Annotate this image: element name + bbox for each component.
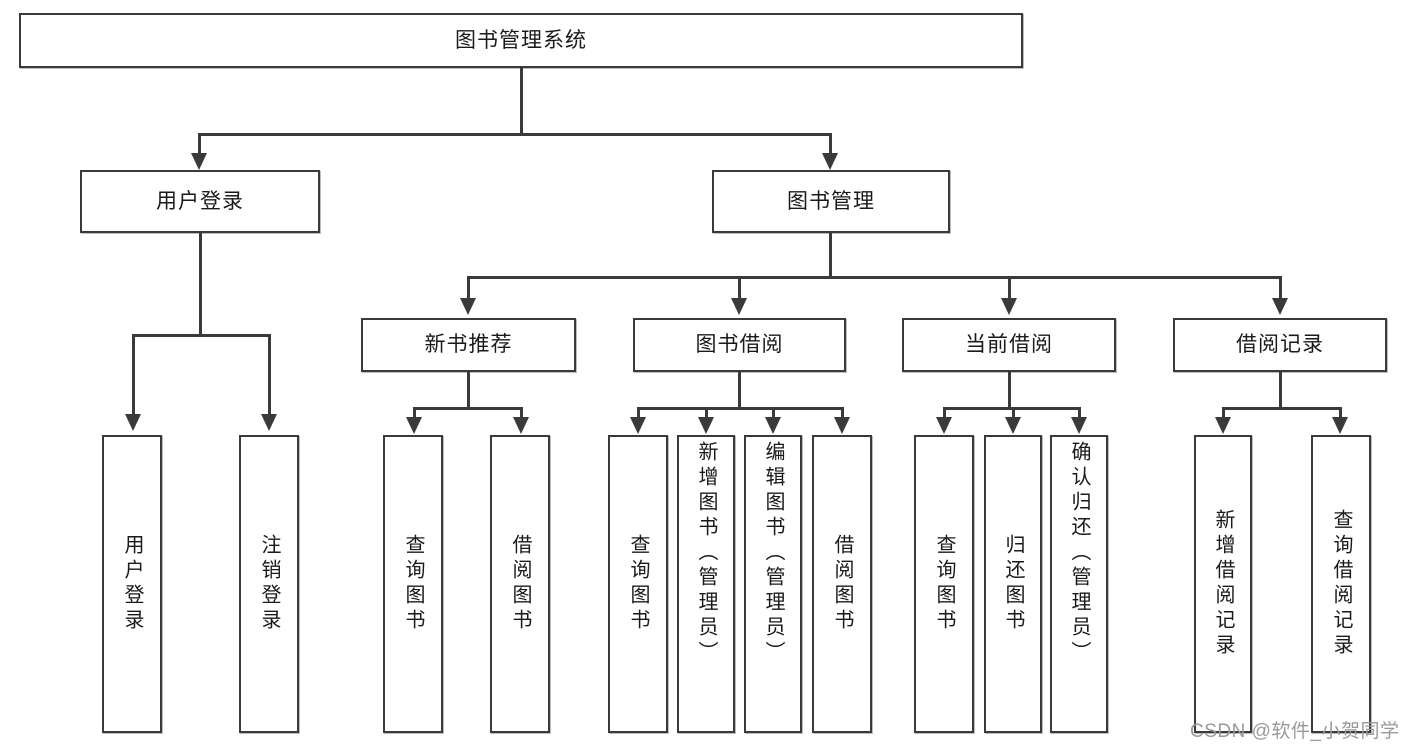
node-borrow-record[interactable]: 借阅记录 bbox=[1173, 318, 1387, 372]
connector-bb-drop-3 bbox=[772, 407, 775, 421]
arrowhead-new-book-recommend bbox=[460, 298, 476, 315]
node-label: 查询图书 bbox=[627, 534, 649, 634]
connector-bm-drop-2 bbox=[738, 276, 741, 306]
node-label: 借阅图书 bbox=[831, 534, 853, 634]
connector-user-login-bus bbox=[132, 334, 270, 337]
node-label: 查询图书 bbox=[402, 534, 424, 634]
connector-br-stem bbox=[1279, 372, 1282, 409]
arrowhead-leaf-query-book-1 bbox=[406, 417, 422, 434]
connector-br-drop-2 bbox=[1339, 407, 1342, 421]
arrowhead-leaf-add-book bbox=[698, 417, 714, 434]
connector-nbr-bus bbox=[413, 407, 523, 410]
connector-cb-drop-2 bbox=[1012, 407, 1015, 421]
node-label: 确认归还（管理员） bbox=[1068, 441, 1090, 666]
arrowhead-leaf-query-book-2 bbox=[630, 417, 646, 434]
connector-bb-bus bbox=[637, 407, 844, 410]
leaf-borrow-book-2[interactable]: 借阅图书 bbox=[812, 435, 872, 733]
leaf-add-record[interactable]: 新增借阅记录 bbox=[1194, 435, 1252, 733]
node-book-management[interactable]: 图书管理 bbox=[712, 170, 950, 233]
connector-nbr-drop-1 bbox=[413, 407, 416, 421]
node-label: 归还图书 bbox=[1002, 534, 1024, 634]
node-user-login[interactable]: 用户登录 bbox=[80, 170, 320, 233]
connector-nbr-stem bbox=[467, 372, 470, 409]
node-label: 用户登录 bbox=[121, 534, 143, 634]
node-label: 借阅图书 bbox=[509, 534, 531, 634]
csdn-watermark: CSDN @软件_小贺同学 bbox=[1190, 721, 1400, 742]
connector-br-bus bbox=[1222, 407, 1342, 410]
arrowhead-leaf-query-book-3 bbox=[936, 417, 952, 434]
leaf-add-book[interactable]: 新增图书（管理员） bbox=[677, 435, 735, 733]
node-label: 查询图书 bbox=[933, 534, 955, 634]
connector-bb-drop-2 bbox=[705, 407, 708, 421]
connector-bm-drop-4 bbox=[1279, 276, 1282, 306]
node-label: 新增图书（管理员） bbox=[695, 441, 717, 666]
leaf-confirm-return[interactable]: 确认归还（管理员） bbox=[1050, 435, 1108, 733]
arrowhead-leaf-logout-login bbox=[261, 414, 277, 431]
node-label: 注销登录 bbox=[258, 534, 280, 634]
leaf-edit-book[interactable]: 编辑图书（管理员） bbox=[744, 435, 802, 733]
connector-book-management-bus bbox=[467, 276, 1279, 279]
connector-bb-stem bbox=[738, 372, 741, 409]
connector-bm-drop-3 bbox=[1008, 276, 1011, 306]
connector-book-management-stem bbox=[829, 233, 832, 278]
connector-bb-drop-1 bbox=[637, 407, 640, 421]
arrowhead-book-management bbox=[822, 153, 838, 170]
connector-cb-drop-3 bbox=[1078, 407, 1081, 421]
node-book-borrow[interactable]: 图书借阅 bbox=[633, 318, 846, 372]
arrowhead-leaf-user-login bbox=[125, 414, 141, 431]
arrowhead-book-borrow bbox=[731, 298, 747, 315]
node-label: 图书借阅 bbox=[695, 333, 784, 357]
arrowhead-leaf-query-record bbox=[1332, 417, 1348, 434]
connector-br-drop-1 bbox=[1222, 407, 1225, 421]
connector-user-login-drop-2 bbox=[268, 334, 271, 420]
node-label: 编辑图书（管理员） bbox=[762, 441, 784, 666]
leaf-query-book-1[interactable]: 查询图书 bbox=[383, 435, 443, 733]
connector-cb-bus bbox=[943, 407, 1080, 410]
connector-bb-drop-4 bbox=[841, 407, 844, 421]
connector-nbr-drop-2 bbox=[520, 407, 523, 421]
connector-user-login-drop-1 bbox=[132, 334, 135, 420]
arrowhead-leaf-borrow-book-2 bbox=[834, 417, 850, 434]
connector-cb-stem bbox=[1008, 372, 1011, 409]
connector-cb-drop-1 bbox=[943, 407, 946, 421]
arrowhead-user-login bbox=[191, 153, 207, 170]
leaf-user-login[interactable]: 用户登录 bbox=[102, 435, 162, 733]
arrowhead-leaf-borrow-book-1 bbox=[513, 417, 529, 434]
node-label: 图书管理系统 bbox=[455, 28, 587, 52]
node-label: 用户登录 bbox=[156, 189, 244, 213]
node-label: 图书管理 bbox=[787, 189, 875, 213]
arrowhead-leaf-add-record bbox=[1215, 417, 1231, 434]
node-system-root[interactable]: 图书管理系统 bbox=[19, 13, 1023, 68]
arrowhead-borrow-record bbox=[1272, 298, 1288, 315]
arrowhead-current-borrow bbox=[1001, 298, 1017, 315]
connector-root-to-user-login bbox=[198, 133, 201, 161]
connector-user-login-stem bbox=[199, 233, 202, 336]
node-label: 查询借阅记录 bbox=[1330, 509, 1352, 659]
arrowhead-leaf-return-book bbox=[1005, 417, 1021, 434]
node-label: 新书推荐 bbox=[424, 333, 513, 357]
arrowhead-leaf-edit-book bbox=[765, 417, 781, 434]
node-label: 新增借阅记录 bbox=[1212, 509, 1234, 659]
connector-root-stem bbox=[520, 68, 523, 135]
connector-bm-drop-1 bbox=[467, 276, 470, 306]
leaf-query-book-2[interactable]: 查询图书 bbox=[608, 435, 668, 733]
leaf-query-record[interactable]: 查询借阅记录 bbox=[1311, 435, 1371, 733]
leaf-logout-login[interactable]: 注销登录 bbox=[239, 435, 299, 733]
leaf-query-book-3[interactable]: 查询图书 bbox=[914, 435, 974, 733]
node-label: 借阅记录 bbox=[1236, 333, 1324, 357]
leaf-borrow-book-1[interactable]: 借阅图书 bbox=[490, 435, 550, 733]
node-new-book-recommend[interactable]: 新书推荐 bbox=[361, 318, 576, 372]
connector-root-bus bbox=[198, 133, 832, 136]
node-current-borrow[interactable]: 当前借阅 bbox=[902, 318, 1116, 372]
node-label: 当前借阅 bbox=[965, 333, 1053, 357]
connector-root-to-book-management bbox=[829, 133, 832, 161]
arrowhead-leaf-confirm-return bbox=[1071, 417, 1087, 434]
leaf-return-book[interactable]: 归还图书 bbox=[984, 435, 1042, 733]
